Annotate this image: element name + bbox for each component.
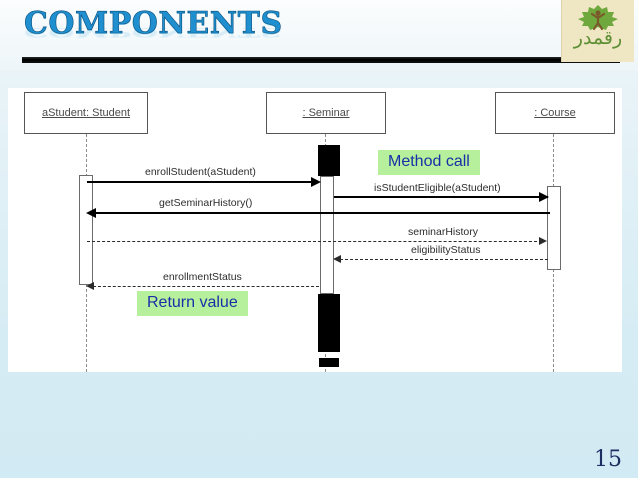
message-arrowhead-get-seminar-history xyxy=(86,208,96,218)
message-line-enroll-student xyxy=(87,181,319,183)
message-arrowhead-enroll-student xyxy=(311,177,321,187)
message-label-is-student-eligible: isStudentEligible(aStudent) xyxy=(374,182,501,194)
activation-seminar-terminator xyxy=(319,358,339,367)
page-number: 15 xyxy=(594,447,622,472)
message-arrowhead-eligibility-status xyxy=(333,255,341,263)
slide-header: COMPONENTS COMPONENTS رقمدر xyxy=(0,0,638,70)
callout-method-call: Method call xyxy=(378,150,480,176)
activation-seminar-initial xyxy=(318,145,340,176)
lifeline-head-course: : Course xyxy=(495,92,615,134)
message-line-seminar-history xyxy=(87,241,542,242)
message-line-enrollment-status xyxy=(93,286,319,287)
message-arrowhead-seminar-history xyxy=(539,237,547,245)
page-title: COMPONENTS xyxy=(24,6,283,41)
activation-seminar-final xyxy=(318,294,340,352)
lifeline-head-student: aStudent: Student xyxy=(24,92,148,134)
logo-script-text: رقمدر xyxy=(573,27,623,49)
message-label-get-seminar-history: getSeminarHistory() xyxy=(159,197,253,209)
message-label-eligibility-status: eligibilityStatus xyxy=(411,244,481,256)
message-label-enroll-student: enrollStudent(aStudent) xyxy=(145,166,256,178)
message-label-seminar-history: seminarHistory xyxy=(408,226,479,238)
message-arrowhead-enrollment-status xyxy=(86,282,94,290)
tree-person-icon xyxy=(578,5,618,31)
message-line-get-seminar-history xyxy=(92,212,550,214)
message-line-is-student-eligible xyxy=(334,196,548,198)
lifeline-label-seminar: : Seminar xyxy=(302,107,350,119)
callout-return-value: Return value xyxy=(137,291,248,317)
uml-sequence-diagram: aStudent: Student : Seminar : Course enr… xyxy=(8,88,622,372)
message-label-enrollment-status: enrollmentStatus xyxy=(163,271,242,283)
lifeline-head-seminar: : Seminar xyxy=(266,92,386,134)
message-arrowhead-is-student-eligible xyxy=(539,192,549,202)
lifeline-label-student: aStudent: Student xyxy=(41,107,131,119)
activation-seminar-main xyxy=(320,176,334,294)
organization-logo: رقمدر xyxy=(561,0,634,62)
message-line-eligibility-status xyxy=(340,259,548,260)
activation-student xyxy=(79,175,93,285)
title-divider xyxy=(22,57,620,63)
activation-course xyxy=(547,186,561,270)
lifeline-label-course: : Course xyxy=(534,107,576,119)
